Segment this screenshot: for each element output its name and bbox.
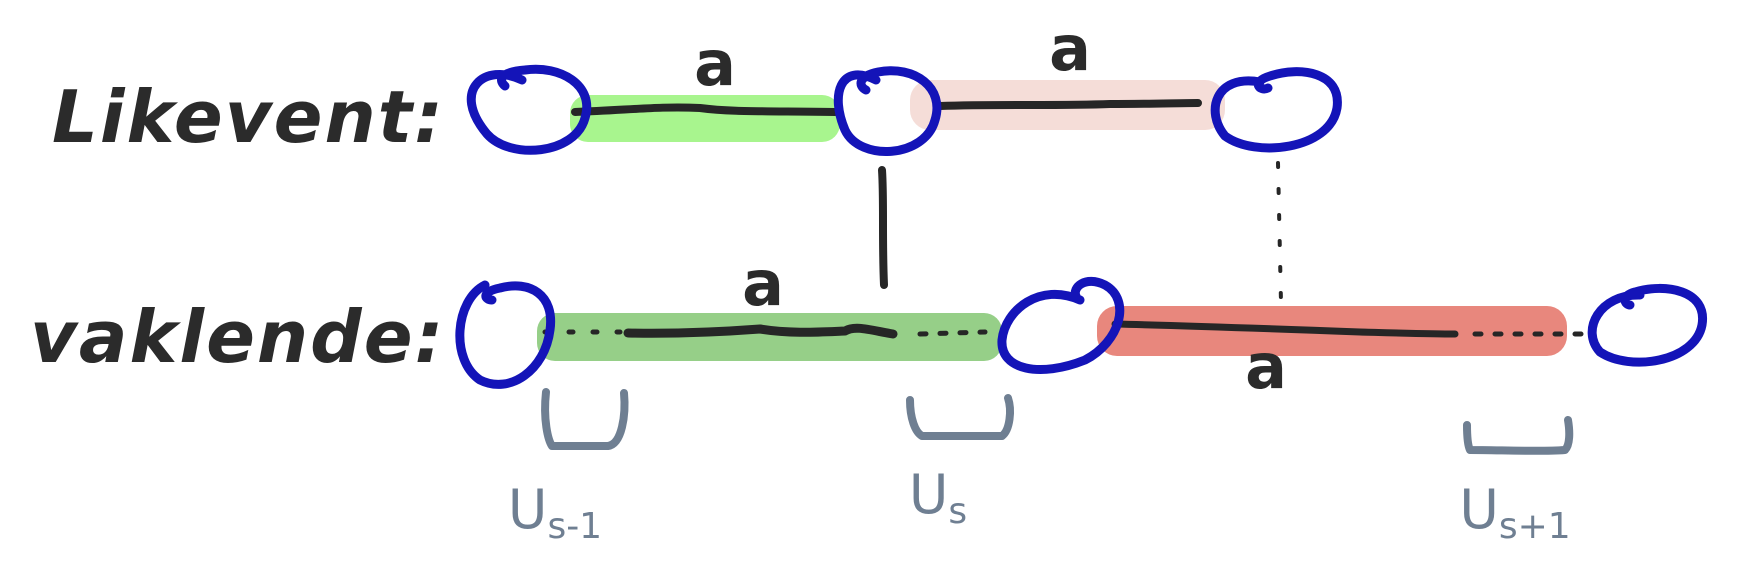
row-label-vaklende: vaklende: bbox=[30, 295, 445, 379]
edge-label-top-left: a bbox=[694, 27, 736, 100]
u-label-s: Us bbox=[909, 463, 967, 532]
edge-label-bottom-right: a bbox=[1245, 330, 1287, 403]
node-bottom-3 bbox=[1587, 283, 1707, 367]
node-top-1 bbox=[466, 64, 592, 155]
edge-label-top-right: a bbox=[1049, 12, 1091, 85]
node-top-3 bbox=[1210, 67, 1342, 153]
node-top-2 bbox=[833, 66, 942, 156]
edge-label-bottom-left: a bbox=[742, 247, 784, 320]
sync-line-solid bbox=[878, 166, 888, 289]
brace-u-s-plus-1 bbox=[1463, 416, 1574, 455]
edge-bottom-right bbox=[1111, 320, 1459, 338]
sync-line-dashed bbox=[1276, 161, 1283, 305]
highlight-bottom-green bbox=[537, 313, 1002, 361]
edge-top-left bbox=[571, 103, 839, 116]
u-label-s-minus-1: Us-1 bbox=[508, 478, 602, 547]
brace-u-s-minus-1 bbox=[541, 388, 629, 451]
node-bottom-1 bbox=[455, 280, 556, 389]
brace-u-s bbox=[906, 394, 1014, 441]
row-label-likevent: Likevent: bbox=[52, 75, 445, 159]
highlight-top-green bbox=[570, 95, 840, 142]
edge-bottom-left bbox=[623, 323, 898, 339]
u-label-s-plus-1: Us+1 bbox=[1459, 478, 1570, 547]
node-bottom-2 bbox=[997, 276, 1125, 375]
edge-top-right bbox=[936, 99, 1202, 110]
